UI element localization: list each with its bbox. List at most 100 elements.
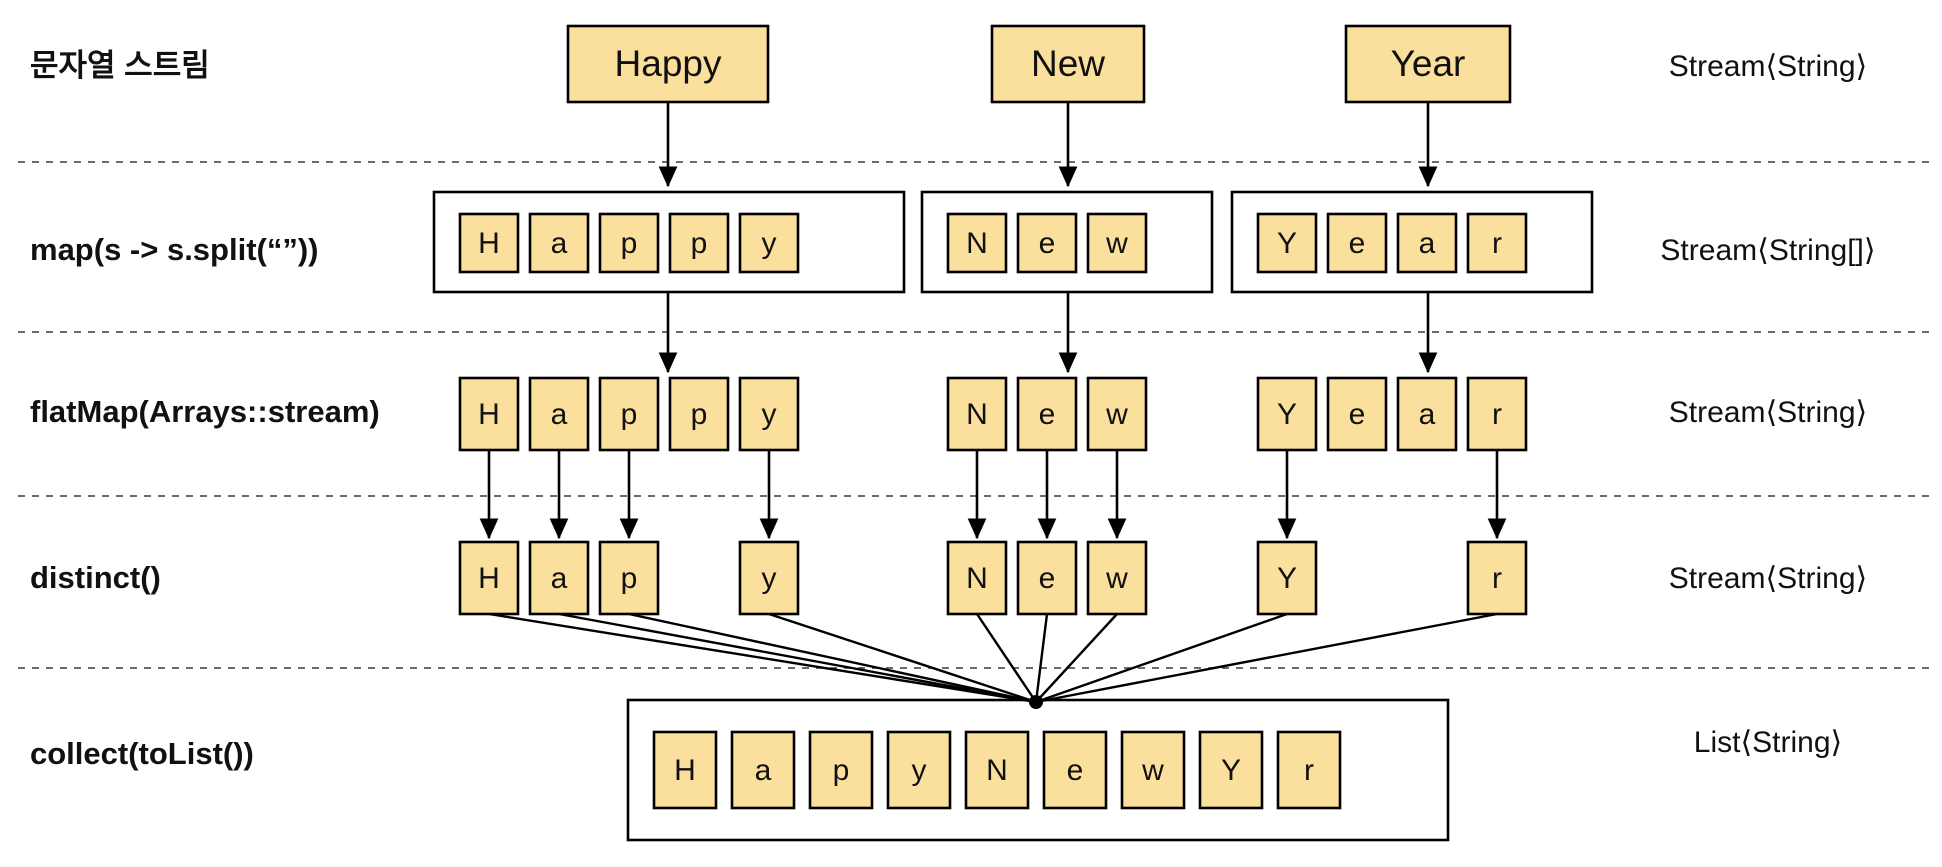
group-containers: [432, 190, 1594, 842]
char-cell-map-1: [1326, 212, 1388, 274]
char-cell-distinct-3: [738, 540, 800, 616]
char-cell-collect-4: [964, 730, 1030, 810]
char-cell-flatmap-1: [528, 376, 590, 452]
char-label-map-2: a: [1419, 227, 1436, 260]
fan-line-6: [1035, 613, 1118, 703]
char-label-flatmap-4: y: [762, 398, 777, 431]
char-cell-flatmap-4: [738, 376, 800, 452]
char-label-flatmap-9: e: [1349, 398, 1366, 431]
word-box-source-0: [566, 24, 770, 104]
char-label-map-3: p: [691, 227, 708, 260]
char-cell-map-2: [598, 212, 660, 274]
char-cell-distinct-5: [1016, 540, 1078, 616]
char-label-distinct-7: Y: [1277, 562, 1297, 595]
flow-connections: [479, 102, 1507, 709]
char-label-distinct-2: p: [621, 562, 638, 595]
char-label-collect-3: y: [912, 754, 927, 787]
char-label-collect-4: N: [986, 754, 1008, 787]
char-cell-map-1: [528, 212, 590, 274]
char-cell-distinct-2: [598, 540, 660, 616]
char-label-flatmap-6: e: [1039, 398, 1056, 431]
fan-line-8: [1035, 612, 1498, 704]
fan-convergence-node: [1029, 695, 1043, 709]
word-box-source-2: [1344, 24, 1512, 104]
char-cell-distinct-6: [1086, 540, 1148, 616]
type-label-map: Stream⟨String[]⟩: [1660, 234, 1875, 267]
char-cell-distinct-0: [458, 540, 520, 616]
char-cell-collect-6: [1120, 730, 1186, 810]
char-label-flatmap-0: H: [478, 398, 500, 431]
char-cell-distinct-7: [1256, 540, 1318, 616]
row-dividers: [18, 161, 1930, 669]
char-cell-map-2: [1086, 212, 1148, 274]
fan-line-7: [1035, 612, 1288, 704]
char-label-collect-5: e: [1067, 754, 1084, 787]
stage-label-distinct: distinct(): [30, 560, 161, 595]
stage-label-source: 문자열 스트림: [30, 48, 210, 83]
char-label-distinct-6: w: [1105, 562, 1128, 595]
fan-line-3: [768, 612, 1037, 704]
char-cell-map-1: [1016, 212, 1078, 274]
char-label-map-1: e: [1349, 227, 1366, 260]
stage-label-map: map(s -> s.split(“”)): [30, 232, 319, 267]
type-label-distinct: Stream⟨String⟩: [1669, 562, 1867, 595]
char-label-flatmap-2: p: [621, 398, 638, 431]
char-cell-flatmap-6: [1016, 376, 1078, 452]
stage-label-collect: collect(toList()): [30, 736, 254, 771]
char-cell-flatmap-0: [458, 376, 520, 452]
char-cell-collect-7: [1198, 730, 1264, 810]
word-label-year: Year: [1391, 43, 1466, 84]
char-label-map-1: a: [551, 227, 568, 260]
fan-line-5: [1034, 613, 1049, 703]
container-happy-group: [432, 190, 906, 294]
char-cell-map-0: [458, 212, 520, 274]
char-label-collect-2: p: [833, 754, 850, 787]
word-box-source-1: [990, 24, 1146, 104]
char-cell-flatmap-9: [1326, 376, 1388, 452]
container-new-group: [920, 190, 1214, 294]
char-cell-map-0: [1256, 212, 1318, 274]
char-cell-flatmap-7: [1086, 376, 1148, 452]
type-label-collect: List⟨String⟩: [1694, 726, 1842, 759]
char-cell-collect-0: [652, 730, 718, 810]
char-cell-flatmap-3: [668, 376, 730, 452]
char-label-map-0: N: [966, 227, 988, 260]
char-cell-map-2: [1396, 212, 1458, 274]
char-cell-collect-1: [730, 730, 796, 810]
char-cell-flatmap-2: [598, 376, 660, 452]
char-label-distinct-0: H: [478, 562, 500, 595]
char-label-distinct-1: a: [551, 562, 568, 595]
char-label-map-3: r: [1492, 227, 1502, 260]
char-cell-distinct-4: [946, 540, 1008, 616]
char-cell-collect-3: [886, 730, 952, 810]
type-label-flatmap: Stream⟨String⟩: [1669, 396, 1867, 429]
char-cell-flatmap-10: [1396, 376, 1458, 452]
char-cell-collect-2: [808, 730, 874, 810]
char-label-flatmap-11: r: [1492, 398, 1502, 431]
char-label-distinct-8: r: [1492, 562, 1502, 595]
char-label-flatmap-7: w: [1105, 398, 1128, 431]
char-cell-collect-5: [1042, 730, 1108, 810]
char-cell-map-0: [946, 212, 1008, 274]
char-label-flatmap-10: a: [1419, 398, 1436, 431]
char-cell-map-4: [738, 212, 800, 274]
fan-line-4: [976, 613, 1037, 703]
char-label-distinct-3: y: [762, 562, 777, 595]
char-label-distinct-4: N: [966, 562, 988, 595]
char-label-flatmap-8: Y: [1277, 398, 1297, 431]
char-cell-flatmap-11: [1466, 376, 1528, 452]
char-label-map-2: p: [621, 227, 638, 260]
word-label-new: New: [1031, 43, 1105, 84]
char-label-map-0: H: [478, 227, 500, 260]
char-label-collect-8: r: [1304, 754, 1314, 787]
char-label-distinct-5: e: [1039, 562, 1056, 595]
container-year-group: [1230, 190, 1594, 294]
char-label-collect-1: a: [755, 754, 772, 787]
char-label-flatmap-5: N: [966, 398, 988, 431]
char-cell-flatmap-8: [1256, 376, 1318, 452]
char-cell-flatmap-5: [946, 376, 1008, 452]
